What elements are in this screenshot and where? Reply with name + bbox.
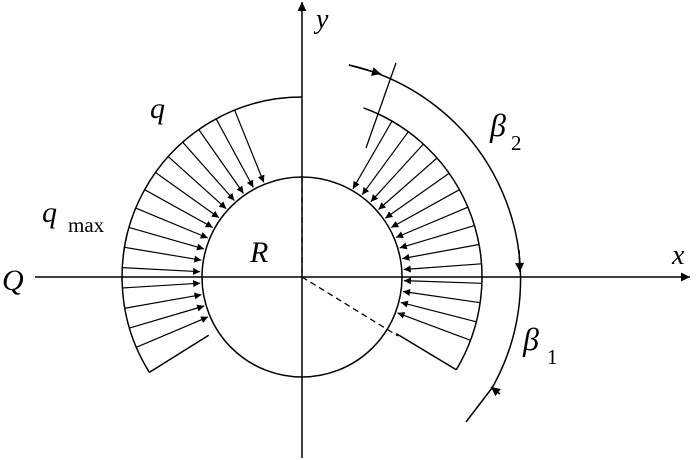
- left-load-arrow: [182, 141, 235, 201]
- right-load-arrow: [352, 120, 393, 189]
- left-load-arrow: [129, 304, 205, 329]
- beta-arc-tick-top: [348, 64, 382, 76]
- left-load-arrow: [135, 207, 209, 239]
- beta2-subscript: 2: [511, 131, 522, 155]
- right-load-arrow: [397, 312, 471, 341]
- left-load-arrow: [167, 156, 227, 210]
- right-load-arrow: [370, 143, 424, 203]
- left-load-arrow: [124, 292, 202, 309]
- load-envelope-right: [363, 107, 483, 371]
- left-load-arrow: [124, 246, 202, 263]
- y-axis-label: y: [313, 4, 329, 35]
- beta2-extension-line: [365, 62, 397, 149]
- x-axis-label: x: [671, 240, 685, 271]
- dashed-beta1-radius: [301, 276, 399, 337]
- load-q-label: q: [150, 92, 165, 125]
- left-load-arrow: [122, 280, 201, 289]
- beta2-arrowhead: [515, 249, 525, 273]
- left-load-arrow: [122, 267, 201, 275]
- beta-dimension-arc: [348, 64, 522, 389]
- right-load-arrow: [399, 225, 475, 250]
- beta1-label: β: [522, 321, 539, 357]
- load-arrows-right: [352, 120, 482, 341]
- left-load-arrow: [144, 189, 214, 229]
- right-load-arrow: [395, 206, 469, 239]
- right-load-arrow: [361, 131, 409, 196]
- left-load-arrow: [198, 129, 244, 194]
- right-load-arrow: [378, 157, 438, 210]
- left-load-arrow: [215, 118, 254, 188]
- right-load-arrow: [400, 300, 477, 323]
- right-load-arrow: [390, 189, 460, 229]
- load-arrows-left: [122, 109, 265, 348]
- left-load-arrow: [128, 226, 205, 251]
- left-load-arrow: [234, 109, 265, 183]
- beta-arc-line-bottom: [465, 387, 493, 423]
- left-load-arrow: [136, 316, 209, 348]
- load-envelope-right-end: [395, 333, 457, 371]
- beta1-subscript: 1: [547, 345, 558, 369]
- right-load-arrow: [403, 277, 482, 285]
- load-qmax-label: q: [42, 196, 57, 229]
- load-envelope-left-end: [148, 334, 210, 374]
- beta-arc-tick-bottom: [490, 386, 501, 397]
- beta2-label: β: [489, 107, 506, 143]
- right-load-arrow: [402, 289, 481, 304]
- right-load-arrow: [384, 172, 450, 219]
- radius-R-label: R: [249, 236, 268, 269]
- left-load-arrow: [155, 172, 220, 219]
- right-load-arrow: [403, 263, 482, 273]
- force-Q-label: Q: [2, 264, 24, 297]
- load-qmax-subscript: max: [68, 213, 105, 237]
- right-load-arrow: [402, 243, 480, 261]
